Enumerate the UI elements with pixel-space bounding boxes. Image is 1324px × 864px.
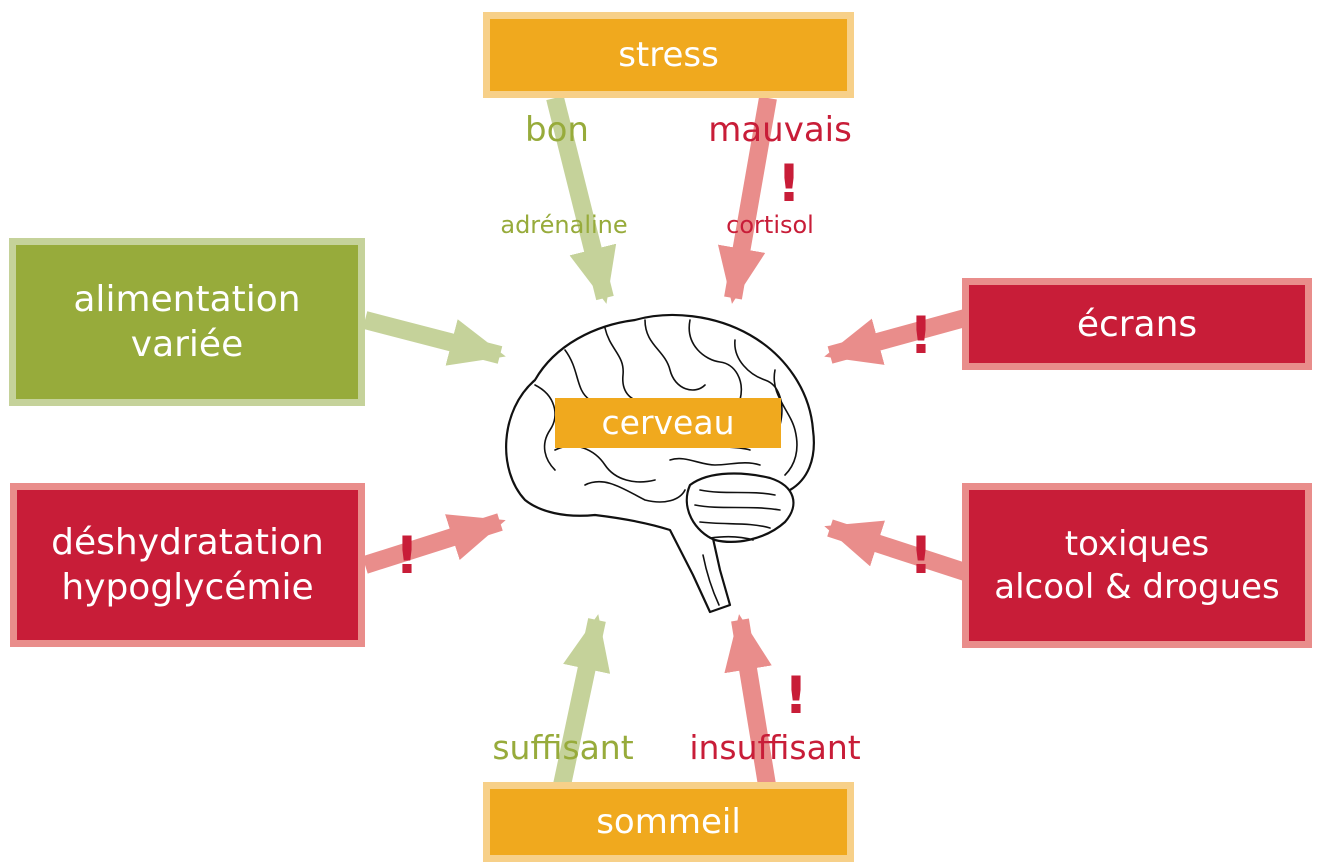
ecrans-label: écrans [1076, 303, 1198, 345]
cortisol-label: cortisol [726, 211, 814, 239]
toxiques-box: toxiques alcool & drogues [962, 483, 1312, 648]
toxiques-line2: alcool & drogues [994, 566, 1280, 607]
deshydratation-line1: déshydratation [51, 522, 324, 563]
sommeil-label: sommeil [596, 801, 741, 842]
arrow-stress-bad [717, 96, 777, 304]
sleep-good-label: suffisant [492, 728, 634, 767]
warning-icon: ! [784, 666, 808, 726]
arrow-alimentation [362, 311, 506, 366]
alimentation-line2: variée [130, 324, 244, 365]
arrow-sleep-bad [724, 614, 776, 787]
warning-icon: ! [909, 306, 933, 366]
alimentation-line1: alimentation [73, 279, 301, 320]
warning-icon: ! [395, 526, 419, 586]
deshydratation-line2: hypoglycémie [61, 567, 314, 608]
alimentation-box: alimentation variée [9, 238, 365, 406]
warning-icon: ! [909, 526, 933, 586]
brain-label-text: cerveau [601, 403, 735, 443]
stress-bad-label: mauvais [708, 110, 852, 150]
stress-good-label: bon [525, 110, 589, 150]
toxiques-line1: toxiques [1064, 524, 1210, 564]
arrow-deshydratation [362, 513, 506, 574]
adrenaline-label: adrénaline [500, 211, 628, 239]
arrow-ecrans [824, 309, 968, 365]
sleep-bad-label: insuffisant [689, 728, 861, 767]
arrow-sleep-good [553, 614, 611, 787]
brain-label: cerveau [555, 398, 781, 448]
ecrans-box: écrans [962, 278, 1312, 370]
warning-icon: ! [777, 154, 801, 214]
sommeil-box: sommeil [483, 782, 854, 862]
brain-illustration [505, 313, 815, 614]
deshydratation-box: déshydratation hypoglycémie [10, 483, 365, 647]
arrow-stress-good [546, 95, 617, 304]
arrow-toxiques [824, 519, 968, 581]
stress-box: stress [483, 12, 854, 98]
stress-label: stress [618, 34, 719, 75]
